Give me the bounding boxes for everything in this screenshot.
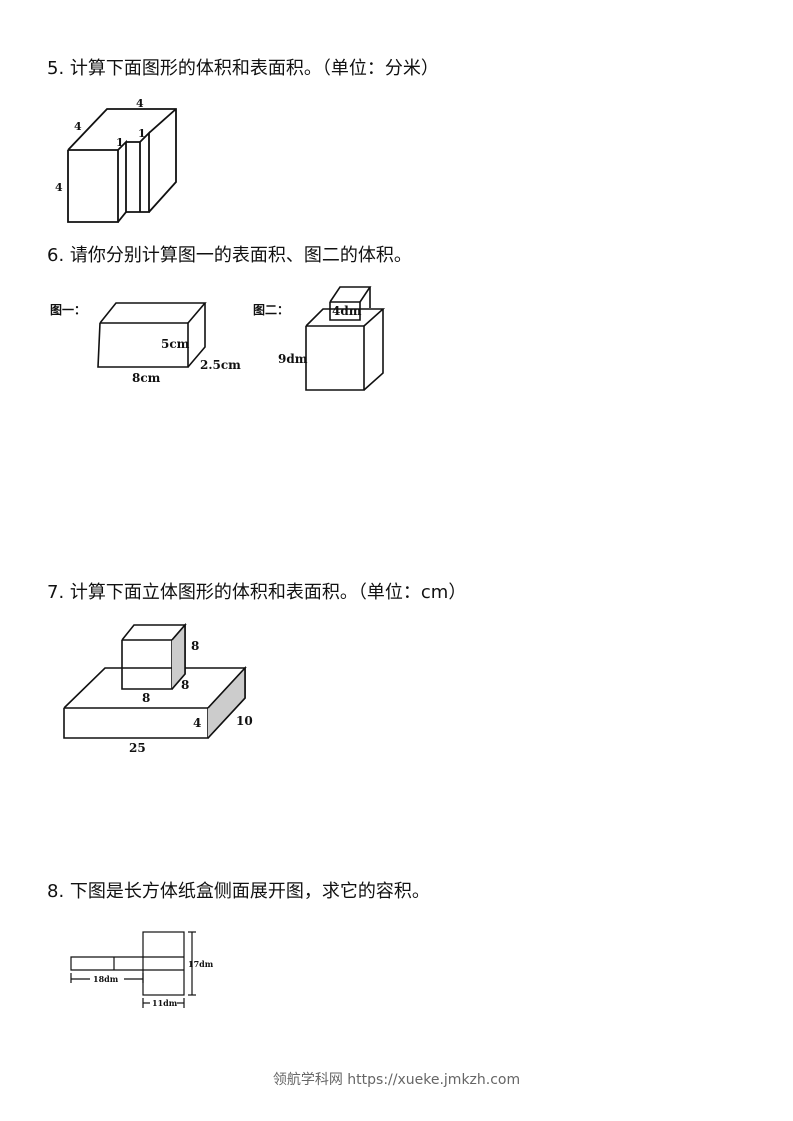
figure1-length-label: 8cm <box>132 371 161 385</box>
figure2-small-edge-label: 4dm <box>332 304 362 318</box>
figure-q6: 图一： 图二： 5cm 8cm 2.5cm 4dm 9dm <box>48 278 408 398</box>
q5-notch-depth-label: 1 <box>138 127 146 140</box>
q7-cube-depth-label: 8 <box>181 678 189 692</box>
q5-depth-label: 4 <box>74 120 82 133</box>
q7-shaded-outline <box>171 622 246 739</box>
q5-notch-width-label: 1 <box>116 136 124 149</box>
q5-top-length-label: 4 <box>136 97 144 110</box>
q7-base-depth-label: 10 <box>236 714 253 728</box>
q7-cube-height-label: 8 <box>191 639 199 653</box>
q5-height-label: 4 <box>55 181 63 194</box>
question-8: 8. 下图是长方体纸盒侧面展开图，求它的容积。 <box>47 881 430 902</box>
q8-height-label: 17dm <box>188 959 214 969</box>
figure2-label: 图二： <box>253 303 289 317</box>
question-5: 5. 计算下面图形的体积和表面积。（单位：分米） <box>47 58 439 79</box>
q7-base-shaded-side <box>208 668 245 738</box>
question-7: 7. 计算下面立体图形的体积和表面积。（单位：cm） <box>47 582 467 603</box>
figure1-cuboid <box>97 302 207 368</box>
q7-base-length-label: 25 <box>129 741 146 755</box>
q7-base-height-label: 4 <box>193 716 201 730</box>
figure-q7: 8 8 8 4 10 25 <box>55 616 265 761</box>
figure2-big-edge-label: 9dm <box>278 352 308 366</box>
q7-cube-shaded-side <box>172 625 185 689</box>
q7-cube-width-label: 8 <box>142 691 150 705</box>
footer-website: 领航学科网 https://xueke.jmkzh.com <box>272 1072 521 1088</box>
question-6: 6. 请你分别计算图一的表面积、图二的体积。 <box>47 245 412 266</box>
figure1-height-label: 5cm <box>161 337 190 351</box>
figure-q5: 4 4 4 1 1 <box>50 90 190 230</box>
figure-q8: 17dm 18dm 11dm <box>68 928 228 1012</box>
figure1-width-label: 2.5cm <box>200 358 241 372</box>
q5-solid-edges <box>67 108 177 223</box>
figure1-label: 图一： <box>50 303 86 317</box>
q8-net-edges <box>70 931 196 1008</box>
figure2-cubes <box>305 286 386 391</box>
q8-width-label: 11dm <box>152 998 178 1008</box>
q8-length-label: 18dm <box>93 974 119 984</box>
